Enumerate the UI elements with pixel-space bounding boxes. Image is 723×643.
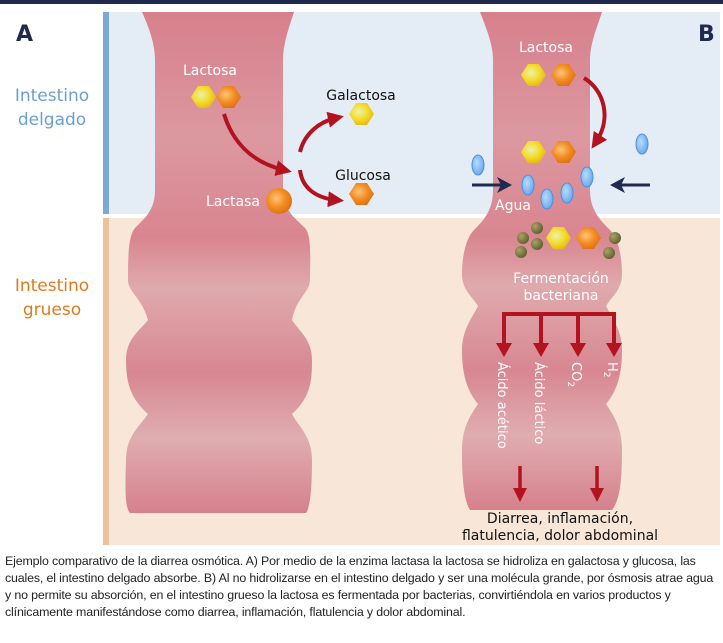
bacteria: [603, 247, 615, 259]
glucose-molecule-b1: [551, 64, 576, 86]
large-intestine-label-line2: grueso: [22, 300, 82, 320]
glucose-label: Glucosa: [335, 168, 391, 184]
bacteria: [515, 246, 527, 258]
lactase-label: Lactasa: [206, 194, 260, 210]
arrow-head: [606, 343, 622, 357]
large-intestine-bar: [103, 218, 109, 545]
figure-caption: Ejemplo comparativo de la diarrea osmóti…: [5, 554, 714, 619]
galactose-molecule-b3: [546, 227, 571, 249]
large-intestine-label-line1: Intestino: [14, 276, 90, 296]
top-border: [0, 0, 723, 4]
arrow-head: [496, 343, 512, 357]
small-intestine-bar: [103, 12, 109, 214]
small-intestine-label: Intestino delgado: [6, 84, 98, 132]
water-droplet: [540, 188, 554, 210]
bacteria: [609, 232, 621, 244]
osmotic-diarrhea-diagram: Lactosa Galactosa Glucosa Lactasa Lactos…: [103, 12, 720, 545]
small-intestine-label-line2: delgado: [17, 110, 87, 130]
small-intestine-label-line1: Intestino: [14, 86, 90, 106]
bacteria: [531, 222, 543, 234]
glucose-molecule-b3: [576, 227, 601, 249]
glucose-molecule-b2: [551, 141, 576, 163]
to-galactose-arrow: [298, 111, 344, 153]
lactase-enzyme: [266, 188, 292, 214]
glucose-molecule-a-lactose: [216, 86, 241, 108]
product-co2: CO2: [565, 362, 583, 387]
water-droplet: [560, 182, 574, 204]
outcome-arrows: [513, 466, 604, 502]
water-droplet: [471, 154, 485, 176]
intestine-tube-b: [462, 12, 622, 510]
fermentation-label-line2: bacteriana: [524, 288, 599, 304]
panel-b-label: B: [698, 22, 715, 47]
galactose-molecule-b1: [521, 64, 546, 86]
water-droplet: [521, 174, 535, 196]
outcome-line1: Diarrea, inflamación,: [487, 511, 633, 527]
galactose-molecule-a-lactose: [191, 86, 216, 108]
product-acetic-acid: Ácido acético: [494, 362, 510, 449]
arrow-head: [570, 343, 586, 357]
to-glucose-arrow: [298, 169, 344, 208]
water-droplet: [635, 133, 649, 155]
osmosis-arrow-left: [472, 177, 512, 193]
fermentation-label-line1: Fermentación: [513, 271, 609, 287]
bacteria: [517, 232, 529, 244]
intestine-tube-a: [125, 12, 313, 513]
osmosis-arrow-right: [610, 177, 650, 193]
lactose-label-b: Lactosa: [519, 40, 573, 56]
galactose-label: Galactosa: [326, 88, 396, 104]
galactose-molecule-a: [349, 103, 374, 125]
hydrolysis-arrow: [222, 113, 292, 176]
fermentation-arrows: [502, 312, 616, 345]
large-intestine-label: Intestino grueso: [6, 274, 98, 322]
galactose-molecule-b2: [521, 141, 546, 163]
outcome-line2: flatulencia, dolor abdominal: [462, 528, 658, 544]
lactose-descent-arrow: [582, 76, 608, 149]
arrow-head: [533, 343, 549, 357]
product-h2: H2: [601, 362, 619, 378]
glucose-molecule-a: [349, 183, 374, 205]
bacteria: [531, 238, 543, 250]
water-droplet: [580, 166, 594, 188]
lactose-label-a: Lactosa: [183, 63, 237, 79]
panel-a-label: A: [16, 22, 34, 47]
water-label: Agua: [495, 198, 531, 214]
product-lactic-acid: Ácido láctico: [531, 362, 547, 444]
